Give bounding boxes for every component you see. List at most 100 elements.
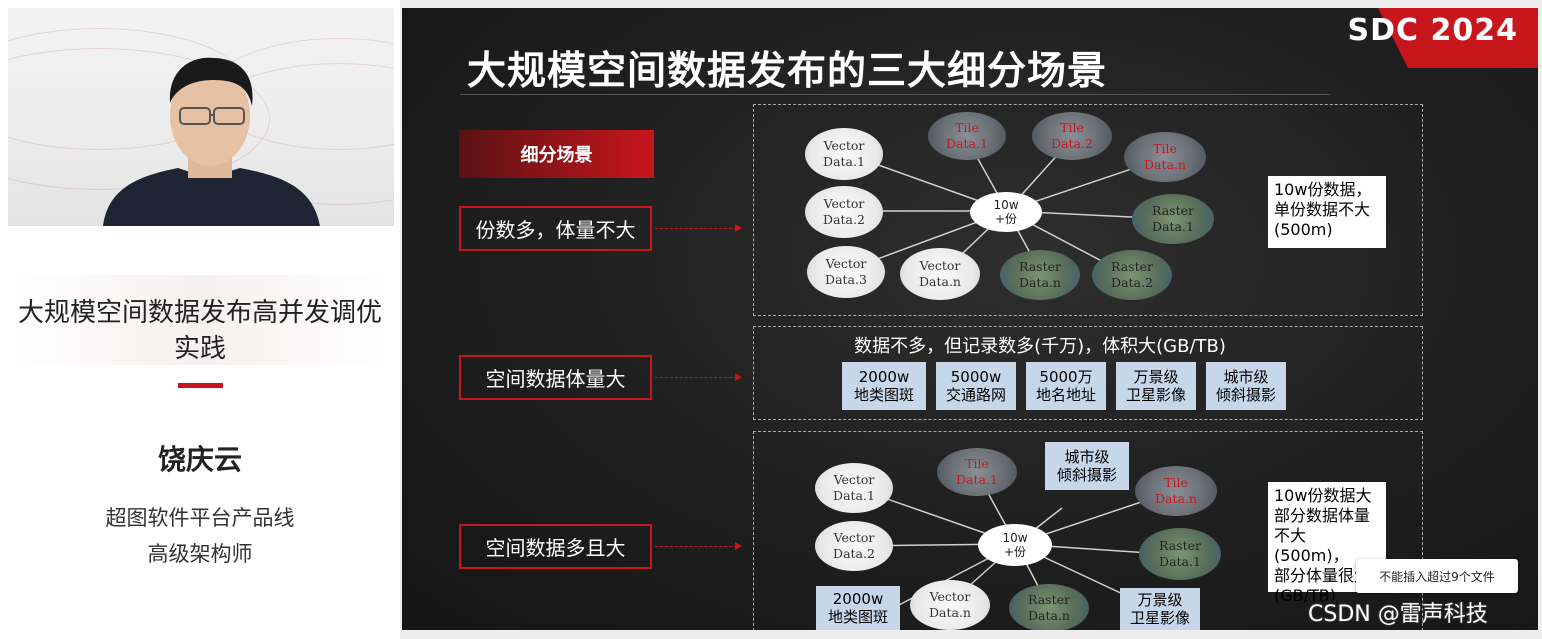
- speaker-panel: 大规模空间数据发布高并发调优实践 饶庆云 超图软件平台产品线 高级架构师: [0, 0, 400, 639]
- note-line: (GB/TB): [1274, 586, 1336, 605]
- node-label: Vector: [823, 196, 865, 211]
- title-underline: [460, 94, 1330, 95]
- node-label: Data.n: [1144, 157, 1186, 172]
- chip-label: 万景级: [1133, 368, 1179, 386]
- node-label: Vector: [919, 258, 961, 273]
- presentation-slide: SDC 2024 大规模空间数据发布的三大细分场景 细分场景 份数多，体量不大 …: [402, 8, 1538, 630]
- hub-label: +份: [1003, 545, 1027, 559]
- node-label: Data.2: [823, 212, 865, 227]
- raster-data-node: Raster Data.1: [1132, 194, 1214, 244]
- hub-label: +份: [994, 212, 1018, 226]
- arrow-connector: [655, 546, 737, 547]
- node-label: Data.n: [1019, 275, 1061, 290]
- diagram-box-3: [753, 431, 1423, 630]
- arrow-head: [735, 373, 742, 381]
- chip-label: 卫星影像: [1129, 609, 1190, 627]
- node-label: Tile: [955, 120, 979, 135]
- node-label: Data.2: [1051, 136, 1093, 151]
- node-label: Raster: [1159, 538, 1201, 553]
- node-label: Tile: [1153, 141, 1177, 156]
- node-label: Data.n: [929, 605, 971, 620]
- chip-label: 城市级: [1064, 448, 1110, 466]
- data-chip: 5000万 地名地址: [1026, 362, 1106, 410]
- tile-data-node: Tile Data.1: [937, 448, 1017, 496]
- speaker-name: 饶庆云: [157, 443, 242, 476]
- slide-title: 大规模空间数据发布的三大细分场景: [467, 49, 1108, 94]
- note-box-1: 10w份数据， 单份数据不大 (500m): [1268, 176, 1386, 248]
- vector-data-node: Vector Data.3: [807, 246, 885, 298]
- arrow-connector: [655, 377, 737, 378]
- csdn-watermark: CSDN @雷声科技: [1308, 602, 1488, 627]
- node-label: Raster: [1152, 203, 1194, 218]
- tile-data-node: Tile Data.1: [928, 112, 1006, 160]
- vector-data-node: Vector Data.1: [815, 463, 893, 513]
- hub-label: 10w: [1002, 531, 1028, 545]
- chip-label: 地名地址: [1035, 386, 1096, 404]
- node-label: Data.2: [833, 546, 875, 561]
- talk-title-backdrop: [10, 275, 390, 365]
- vector-data-node: Vector Data.n: [900, 248, 980, 300]
- chip-label: 倾斜摄影: [1056, 466, 1117, 484]
- node-label: Vector: [929, 589, 971, 604]
- node-label: Data.1: [956, 472, 998, 487]
- note-line: 不大(500m)，: [1274, 526, 1349, 565]
- raster-data-node: Raster Data.n: [1000, 250, 1080, 300]
- note-line: (500m): [1274, 220, 1333, 239]
- data-chip: 城市级 倾斜摄影: [1206, 362, 1286, 410]
- upload-limit-toast: 不能插入超过9个文件: [1356, 559, 1518, 593]
- node-label: Data.1: [1152, 219, 1194, 234]
- note-line: 单份数据不大: [1274, 200, 1371, 219]
- note-line: 10w份数据大: [1274, 486, 1372, 505]
- chip-label: 交通路网: [945, 386, 1006, 404]
- divider: [178, 383, 223, 388]
- node-label: Data.1: [823, 154, 865, 169]
- speaker-affiliation: 超图软件平台产品线 高级架构师: [0, 500, 400, 572]
- node-label: Tile: [1164, 475, 1188, 490]
- data-chip: 5000w 交通路网: [936, 362, 1016, 410]
- chip-label: 倾斜摄影: [1215, 386, 1276, 404]
- node-label: Vector: [825, 256, 867, 271]
- node-label: Data.1: [946, 136, 988, 151]
- chip-label: 卫星影像: [1125, 386, 1186, 404]
- raster-data-node: Raster Data.2: [1092, 250, 1172, 300]
- hub-node: 10w +份: [978, 524, 1052, 566]
- tile-data-node: Tile Data.n: [1124, 132, 1206, 182]
- node-label: Tile: [965, 456, 989, 471]
- job-title: 高级架构师: [147, 542, 253, 566]
- data-chip: 2000w 地类图斑: [842, 362, 926, 410]
- node-label: Data.n: [1028, 608, 1070, 623]
- chip-label: 城市级: [1223, 368, 1269, 386]
- node-label: Data.n: [919, 274, 961, 289]
- speaker-figure: [103, 57, 320, 226]
- raster-data-node: Raster Data.n: [1009, 584, 1089, 630]
- diagram2-caption: 数据不多，但记录数多(千万)，体积大(GB/TB): [854, 336, 1226, 357]
- data-chip: 万景级 卫星影像: [1120, 588, 1200, 630]
- speaker-video: [8, 8, 394, 226]
- sdc-logo: [1378, 8, 1538, 68]
- node-label: Raster: [1028, 592, 1070, 607]
- scene-many-small: 份数多，体量不大: [459, 206, 652, 251]
- node-label: Data.3: [825, 272, 867, 287]
- chip-label: 2000w: [832, 590, 884, 608]
- talk-title: 大规模空间数据发布高并发调优实践: [17, 298, 382, 364]
- arrow-head: [735, 224, 742, 232]
- scene-many-and-large: 空间数据多且大: [459, 524, 652, 569]
- hub-label: 10w: [993, 198, 1019, 212]
- node-label: Data.n: [1155, 491, 1197, 506]
- chip-label: 5000w: [950, 368, 1002, 386]
- diagram-box-2: [753, 326, 1423, 420]
- note-line: 部分数据体量: [1274, 506, 1371, 525]
- note-line: 10w份数据，: [1274, 180, 1372, 199]
- node-label: Vector: [833, 530, 875, 545]
- data-chip: 万景级 卫星影像: [1116, 362, 1196, 410]
- node-label: Vector: [833, 472, 875, 487]
- data-chip: 2000w 地类图斑: [816, 586, 900, 630]
- note-line: 部分体量很大: [1274, 566, 1371, 585]
- node-label: Raster: [1019, 259, 1061, 274]
- chip-label: 地类图斑: [827, 608, 888, 626]
- chip-label: 2000w: [858, 368, 910, 386]
- vector-data-node: Vector Data.2: [805, 186, 883, 238]
- tile-data-node: Tile Data.n: [1135, 466, 1217, 516]
- vector-data-node: Vector Data.2: [815, 521, 893, 571]
- chip-label: 地类图斑: [853, 386, 914, 404]
